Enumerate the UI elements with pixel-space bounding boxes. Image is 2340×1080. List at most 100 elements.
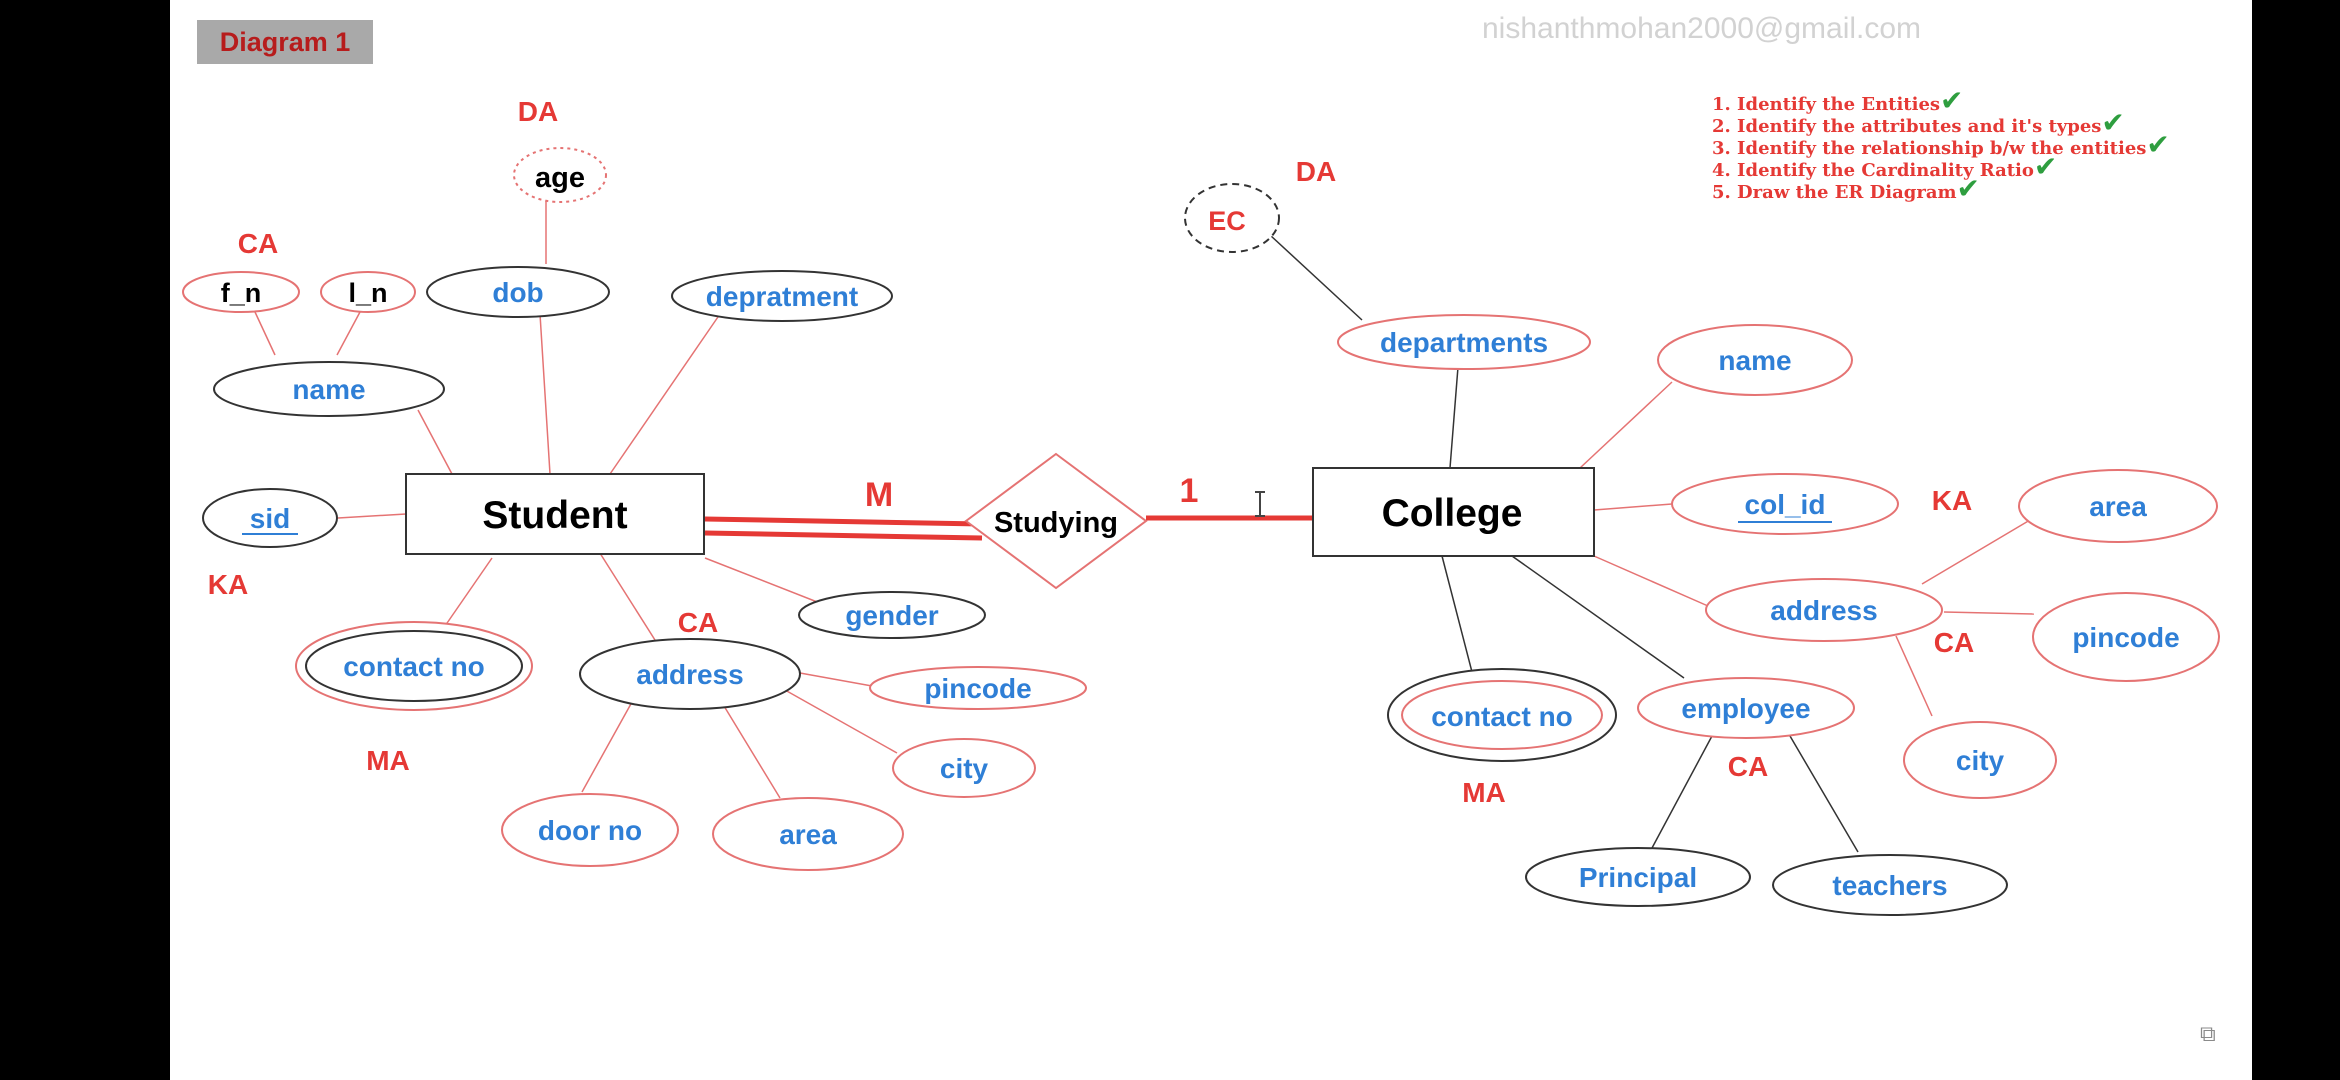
type-label-ca: CA: [678, 607, 718, 638]
line-ec-departments: [1269, 234, 1363, 321]
attr-college-area-label: area: [2089, 491, 2147, 522]
attr-employee: [1637, 677, 1855, 739]
attr-student-name: [213, 361, 445, 417]
entity-college: [1312, 467, 1595, 557]
text-cursor-icon: [1255, 491, 1265, 517]
attr-college-contact: [1401, 680, 1603, 750]
line-address-pincode: [799, 672, 873, 687]
type-label-ka: KA: [1932, 485, 1972, 516]
attr-door-no: [501, 793, 679, 867]
attr-student-address-label: address: [636, 659, 743, 690]
attr-gender-label: gender: [845, 600, 938, 631]
attr-last-name: [320, 271, 416, 313]
line-name-college: [1579, 381, 1673, 469]
type-label-ca: CA: [238, 228, 278, 259]
line-address-college: [1593, 555, 1709, 607]
attr-student-pincode: [869, 666, 1087, 710]
checklist-item-text: 5. Draw the ER Diagram: [1712, 182, 1957, 203]
line-address-area: [723, 705, 781, 799]
attr-depratment: [671, 270, 893, 322]
attr-college-name: [1657, 324, 1853, 396]
attr-college-area: [2018, 469, 2218, 543]
checklist-item: 1. Identify the Entities✔: [1712, 87, 2170, 116]
attr-sid: [202, 488, 338, 548]
total-participation-line: [704, 530, 983, 541]
checklist-item-text: 1. Identify the Entities: [1712, 94, 1941, 115]
attr-first-name: [182, 271, 300, 313]
check-icon: ✔: [2101, 106, 2125, 139]
line-name-ln: [336, 311, 361, 356]
attr-college-city-label: city: [1956, 745, 2005, 776]
type-label-da: DA: [518, 96, 558, 127]
line-colid-college: [1593, 503, 1673, 511]
attr-col-id: [1671, 473, 1899, 535]
attr-first-name-label: f_n: [221, 278, 262, 308]
checklist-item-text: 4. Identify the Cardinality Ratio: [1712, 160, 2034, 181]
diagram-title-badge: Diagram 1: [197, 20, 373, 64]
line-address-city: [1895, 635, 1933, 717]
line-contact-student: [444, 557, 493, 627]
attr-dob: [426, 266, 610, 318]
attr-college-city: [1903, 721, 2057, 799]
expand-icon[interactable]: ⧉: [2200, 1021, 2216, 1046]
attr-employee-label: employee: [1681, 693, 1810, 724]
attr-student-address: [579, 638, 801, 710]
line-employee-college: [1511, 555, 1685, 679]
attr-college-pincode: [2032, 592, 2220, 682]
entity-student-label: Student: [482, 494, 627, 537]
attr-student-name-label: name: [292, 374, 365, 405]
line-address-student: [597, 549, 656, 641]
attr-student-pincode-label: pincode: [924, 673, 1031, 704]
attr-principal-label: Principal: [1579, 862, 1697, 893]
cardinality-m: M: [865, 476, 893, 514]
email-watermark: nishanthmohan2000@gmail.com: [1482, 12, 1922, 45]
attr-sid-label: sid: [250, 503, 290, 534]
check-icon: ✔: [2146, 128, 2170, 161]
line-name-fn: [254, 311, 276, 356]
checklist-item-text: 2. Identify the attributes and it's type…: [1712, 116, 2102, 137]
attr-student-city: [892, 738, 1036, 798]
attr-student-area: [712, 797, 904, 871]
checklist-item: 2. Identify the attributes and it's type…: [1712, 109, 2170, 138]
attr-student-area-label: area: [779, 819, 837, 850]
entity-student: [405, 473, 705, 555]
type-label-ca: CA: [1728, 751, 1768, 782]
attr-college-pincode-label: pincode: [2072, 622, 2179, 653]
attr-college-name-label: name: [1718, 345, 1791, 376]
type-label-da: DA: [1296, 156, 1336, 187]
task-checklist: 1. Identify the Entities✔ 2. Identify th…: [1712, 87, 2170, 204]
type-label-ca: CA: [1934, 627, 1974, 658]
line-dob-student: [539, 313, 551, 475]
total-participation-line: [704, 516, 983, 527]
attr-ec-label: EC: [1208, 206, 1246, 236]
attr-college-contact-label: contact no: [1431, 701, 1573, 732]
attr-door-no-label: door no: [538, 815, 642, 846]
line-gender-student: [704, 557, 831, 608]
attr-college-address-label: address: [1770, 595, 1877, 626]
checklist-item: 3. Identify the relationship b/w the ent…: [1712, 131, 2170, 160]
line-departments-college: [1449, 366, 1459, 469]
line-name-student: [417, 409, 453, 475]
line-address-area: [1921, 519, 2031, 585]
check-icon: ✔: [2033, 150, 2058, 183]
line-address-doorno: [581, 701, 633, 793]
checklist-item: 5. Draw the ER Diagram✔: [1712, 175, 2170, 204]
attr-student-contact-label: contact no: [343, 651, 485, 682]
line-address-city: [784, 689, 898, 754]
line-depratment-student: [609, 313, 721, 475]
attr-teachers: [1772, 854, 2008, 916]
entity-college-label: College: [1382, 492, 1523, 535]
checklist-item-text: 3. Identify the relationship b/w the ent…: [1712, 138, 2147, 159]
line-employee-teachers: [1789, 735, 1859, 853]
attr-college-address: [1705, 578, 1943, 642]
attr-ec: [1184, 183, 1280, 253]
line-employee-principal: [1651, 735, 1713, 849]
line-address-pincode: [1943, 611, 2035, 615]
cardinality-1: 1: [1180, 472, 1199, 510]
relationship-label: Studying: [994, 507, 1118, 539]
attr-departments: [1337, 314, 1591, 370]
attr-student-city-label: city: [940, 753, 989, 784]
attr-col-id-label: col_id: [1745, 489, 1826, 520]
line-sid-student: [337, 513, 407, 519]
